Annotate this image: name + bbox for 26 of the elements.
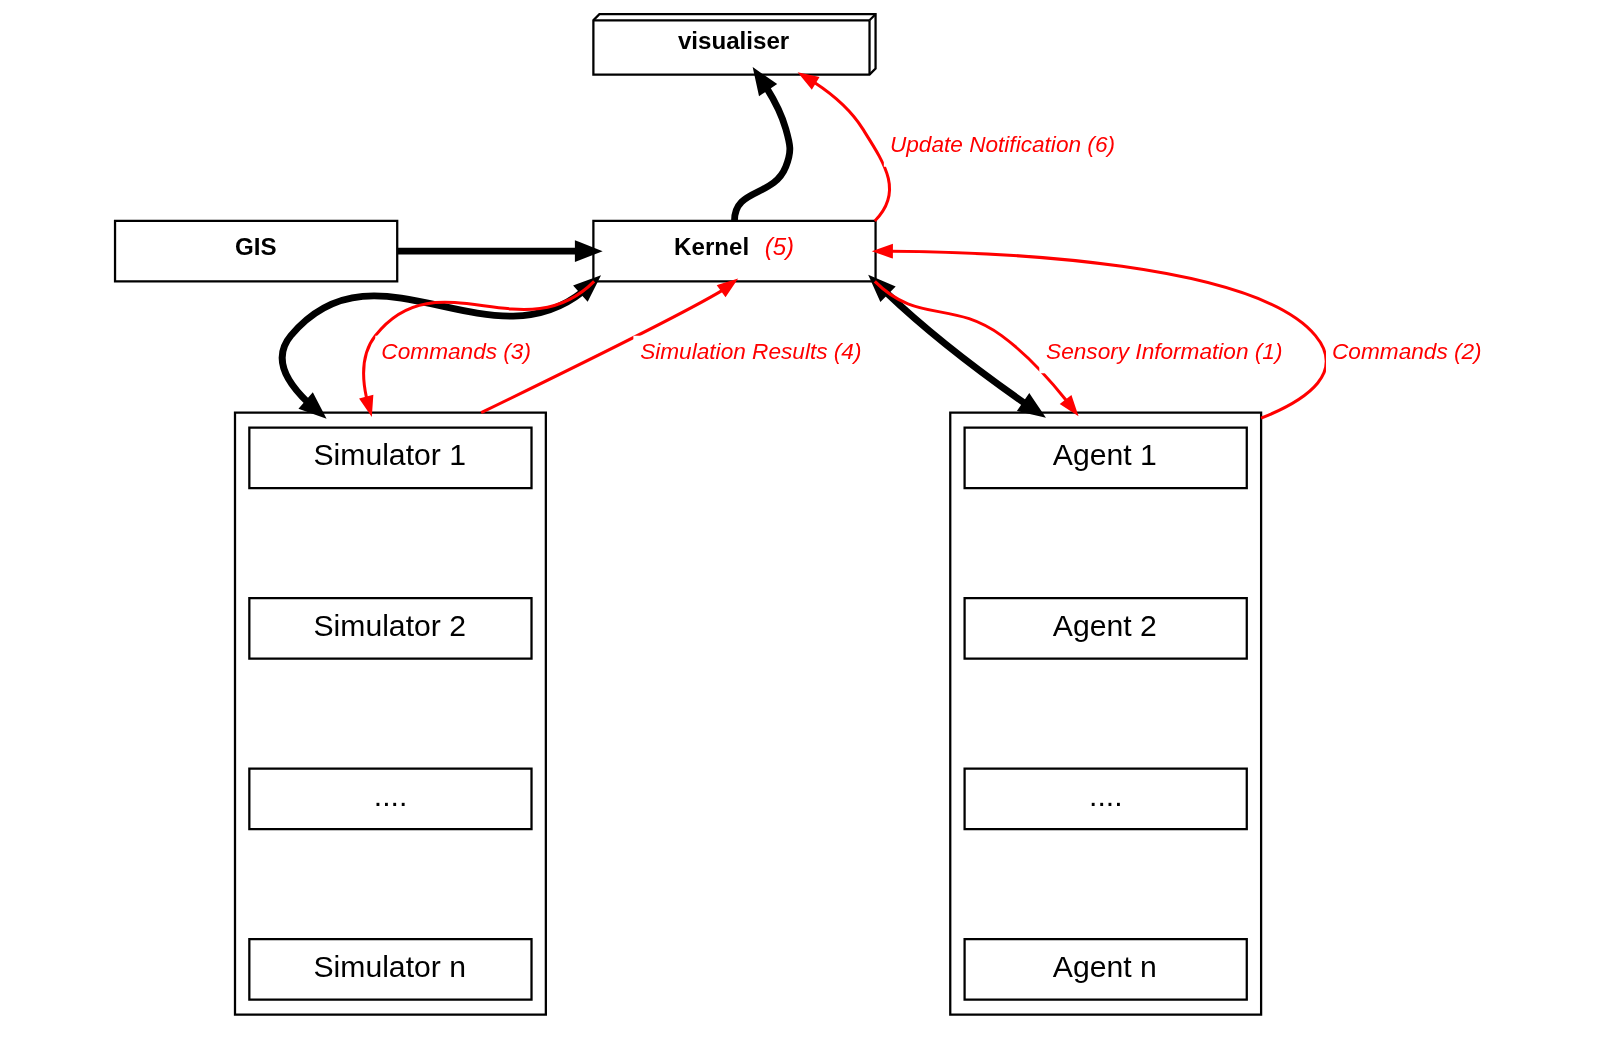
cluster: [233, 411, 547, 1016]
node-box: GIS: [113, 219, 399, 283]
arrow: [871, 243, 1328, 420]
node-box: Agent 2: [963, 597, 1248, 660]
arrow: [731, 67, 794, 222]
arrow: [480, 278, 739, 414]
node-box: Simulator 2: [248, 597, 533, 660]
node-box: Agent 1: [963, 426, 1248, 490]
cluster: [949, 411, 1263, 1016]
arrow: [397, 240, 603, 263]
node-box: Kernel (5): [592, 219, 877, 283]
edge-label: Simulation Results (4): [640, 339, 862, 365]
arrow: [359, 280, 596, 418]
arrow: [873, 280, 1079, 417]
node-box: Agent n: [963, 938, 1248, 1001]
edge-label: Update Notification (6): [889, 132, 1116, 158]
node-box: ....: [248, 767, 533, 831]
node-box: Simulator n: [248, 938, 533, 1001]
edge-label: Commands (3): [381, 339, 531, 365]
node-box: ....: [963, 767, 1248, 831]
edge-label: Sensory Information (1): [1046, 339, 1283, 365]
node-box: Simulator 1: [248, 426, 533, 490]
edge-label: Commands (2): [1332, 339, 1482, 365]
arrow: [278, 275, 602, 419]
arrow: [797, 72, 891, 222]
arrow: [868, 274, 1046, 418]
